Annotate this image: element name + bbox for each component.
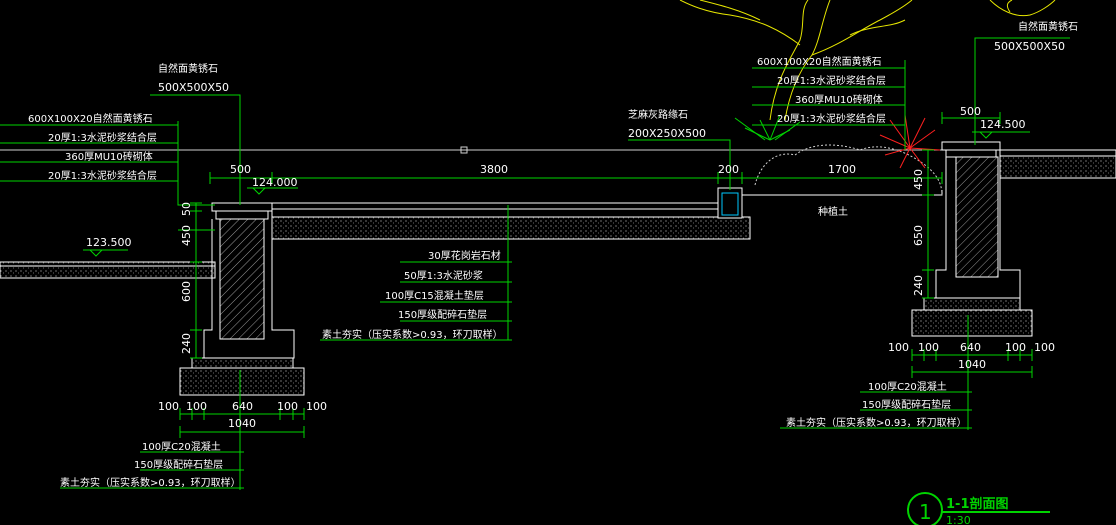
- left-foundation-2: 150厚级配碎石垫层: [134, 458, 223, 471]
- left-foundation-1: 100厚C20混凝土: [142, 440, 221, 453]
- right-dim-top: 500: [960, 105, 981, 118]
- right-foot-dim-2: 100: [918, 341, 939, 354]
- curb-label: 芝麻灰路缘石: [628, 108, 688, 121]
- right-foot-dim-4: 100: [1005, 341, 1026, 354]
- right-wall: [911, 141, 1116, 337]
- left-cap-size: 500X500X50: [158, 81, 229, 94]
- right-foot-dim-5: 100: [1034, 341, 1055, 354]
- paving-layer-2: 50厚1:3水泥砂浆: [404, 269, 483, 282]
- left-wall: [0, 202, 305, 396]
- curb-size: 200X250X500: [628, 127, 706, 140]
- left-elev-low: 123.500: [86, 236, 132, 249]
- right-layer-3: 360厚MU10砖砌体: [795, 93, 883, 106]
- section-title: 1-1剖面图: [946, 496, 1009, 512]
- left-layer-2: 20厚1:3水泥砂浆结合层: [48, 131, 157, 144]
- title-block: [907, 492, 1050, 525]
- right-foundation-2: 150厚级配碎石垫层: [862, 398, 951, 411]
- left-layer-3: 360厚MU10砖砌体: [65, 150, 153, 163]
- datum-marker: [460, 146, 468, 154]
- planting-bed: 种植土: [734, 114, 943, 218]
- left-vdim-3: 600: [180, 281, 193, 302]
- right-vdim-3: 240: [912, 275, 925, 296]
- right-cap-size: 500X500X50: [994, 40, 1065, 53]
- right-vdim-2: 650: [912, 225, 925, 246]
- right-foundation-gravel: [911, 309, 1033, 337]
- paving-layer-1: 30厚花岗岩石材: [428, 249, 501, 262]
- left-foot-dim-5: 100: [306, 400, 327, 413]
- left-layer-4: 20厚1:3水泥砂浆结合层: [48, 169, 157, 182]
- paving-layer-5: 素土夯实（压实系数>0.93，环刀取样）: [322, 328, 503, 341]
- right-wall-body: [955, 156, 999, 278]
- right-elev: 124.500: [980, 118, 1026, 131]
- right-foot-dim-3: 640: [960, 341, 981, 354]
- left-vdim-4: 240: [180, 333, 193, 354]
- middle-paving: [271, 187, 751, 240]
- right-layer-1: 600X100X20自然面黄锈石: [757, 55, 882, 68]
- middle-dim-span: 3800: [480, 163, 508, 176]
- left-layer-1: 600X100X20自然面黄锈石: [28, 112, 153, 125]
- right-upper-paving: [999, 155, 1116, 179]
- right-foot-dim-1: 100: [888, 341, 909, 354]
- left-vdim-2: 450: [180, 225, 193, 246]
- left-foot-dim-1: 100: [158, 400, 179, 413]
- right-foot-total: 1040: [958, 358, 986, 371]
- shrub-outline: [754, 144, 943, 196]
- grass-icon: [734, 114, 801, 141]
- elevation-markers: [83, 131, 1030, 257]
- left-vdim-1: 50: [180, 202, 193, 216]
- section-scale: 1:30: [946, 514, 971, 525]
- planting-label: 种植土: [818, 205, 848, 218]
- left-elev-top: 124.000: [252, 176, 298, 189]
- left-foundation-gravel: [179, 367, 305, 396]
- right-layer-2: 20厚1:3水泥砂浆结合层: [777, 74, 886, 87]
- middle-dim-curb: 200: [718, 163, 739, 176]
- tree-icon: [679, 0, 1056, 121]
- right-vdim-1: 450: [912, 169, 925, 190]
- right-cap-label: 自然面黄锈石: [1018, 20, 1078, 33]
- section-number-circle: [907, 492, 943, 525]
- left-foot-dim-2: 100: [186, 400, 207, 413]
- left-foot-dim-3: 640: [232, 400, 253, 413]
- left-foot-dim-4: 100: [277, 400, 298, 413]
- dimension-lines: [179, 112, 1033, 438]
- section-number: 1: [919, 500, 932, 524]
- leader-lines: [0, 37, 1070, 490]
- right-layer-4: 20厚1:3水泥砂浆结合层: [777, 112, 886, 125]
- right-foundation-1: 100厚C20混凝土: [868, 380, 947, 393]
- left-cap-label: 自然面黄锈石: [158, 62, 218, 75]
- right-dim-planting: 1700: [828, 163, 856, 176]
- paving-layer-3: 100厚C15混凝土垫层: [385, 289, 484, 302]
- gravel-layer: [271, 216, 751, 240]
- left-foundation-3: 素土夯实（压实系数>0.93，环刀取样）: [60, 476, 241, 489]
- paving-layer-4: 150厚级配碎石垫层: [398, 308, 487, 321]
- right-foundation-3: 素土夯实（压实系数>0.93，环刀取样）: [786, 416, 967, 429]
- left-wall-body: [219, 218, 265, 340]
- left-foot-total: 1040: [228, 417, 256, 430]
- left-dim-top: 500: [230, 163, 251, 176]
- flower-icon: [879, 114, 941, 169]
